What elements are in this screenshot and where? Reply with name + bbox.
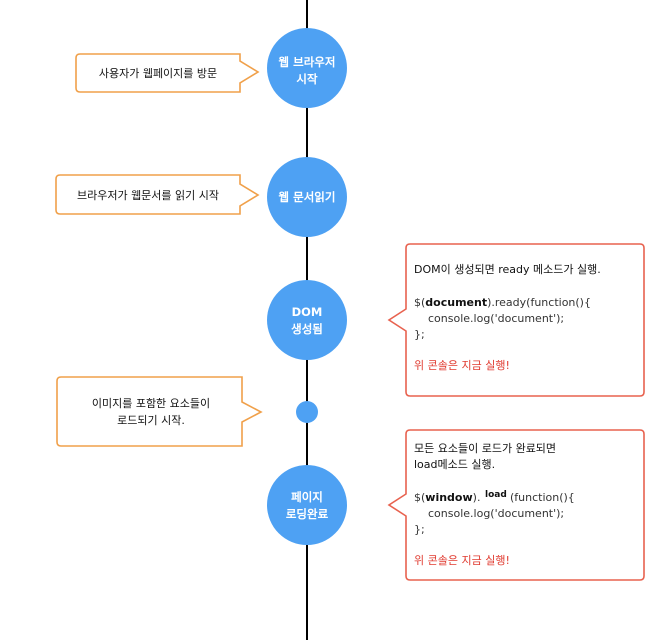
ready-heading: DOM이 생성되면 ready 메소드가 실행. [414, 263, 601, 276]
load-heading-line2: load메소드 실행. [414, 458, 495, 471]
left-callout-read-text: 브라우저가 웹문서를 읽기 시작 [77, 189, 219, 202]
node-browser-start: 웹 브라우저 시작 [267, 28, 347, 108]
node-page-loaded-line2: 로딩완료 [286, 507, 329, 521]
ready-code-target: document [425, 296, 487, 309]
left-callout-images: 이미지를 포함한 요소들이 로드되기 시작. [56, 376, 263, 447]
right-callout-ready: DOM이 생성되면 ready 메소드가 실행. $(document).rea… [387, 243, 645, 397]
load-code-line3: }; [414, 523, 425, 536]
ready-code-line3: }; [414, 328, 425, 341]
ready-code-line1: $(document).ready(function(){ [414, 296, 591, 309]
node-dom-created: DOM 생성됨 [267, 280, 347, 360]
load-heading-line1: 모든 요소들이 로드가 완료되면 [414, 442, 556, 455]
node-read-document: 웹 문서읽기 [267, 157, 347, 237]
node-page-loaded-line1: 페이지 [291, 490, 323, 504]
load-code-line1: $(window). [414, 491, 480, 504]
ready-code-suffix: ).ready(function(){ [487, 296, 591, 309]
load-note: 위 콘솔은 지금 실행! [414, 554, 510, 567]
load-code-line2: console.log('document'); [428, 507, 564, 520]
left-callout-images-line1: 이미지를 포함한 요소들이 [92, 397, 210, 410]
node-browser-start-line1: 웹 브라우저 [279, 55, 336, 69]
ready-note: 위 콘솔은 지금 실행! [414, 359, 510, 372]
node-dom-created-line1: DOM [292, 305, 323, 319]
left-callout-images-line2: 로드되기 시작. [117, 414, 185, 427]
node-images-loading [296, 401, 318, 423]
left-callout-visit: 사용자가 웹페이지를 방문 [75, 53, 260, 93]
load-code-prefix: $( [414, 491, 425, 504]
node-dom-created-line2: 생성됨 [291, 322, 323, 336]
ready-code-line2: console.log('document'); [428, 312, 564, 325]
ready-code-prefix: $( [414, 296, 425, 309]
left-callout-visit-text: 사용자가 웹페이지를 방문 [99, 67, 217, 80]
load-code-suffix: ). [473, 491, 481, 504]
load-code-target: window [425, 491, 472, 504]
node-read-document-label: 웹 문서읽기 [279, 190, 336, 204]
load-code-method: load [485, 490, 507, 500]
node-page-loaded: 페이지 로딩완료 [267, 465, 347, 545]
load-code-tail: (function(){ [510, 491, 575, 504]
left-callout-read: 브라우저가 웹문서를 읽기 시작 [55, 174, 260, 215]
node-browser-start-line2: 시작 [296, 72, 318, 86]
right-callout-load: 모든 요소들이 로드가 완료되면 load메소드 실행. $(window). … [387, 429, 645, 581]
